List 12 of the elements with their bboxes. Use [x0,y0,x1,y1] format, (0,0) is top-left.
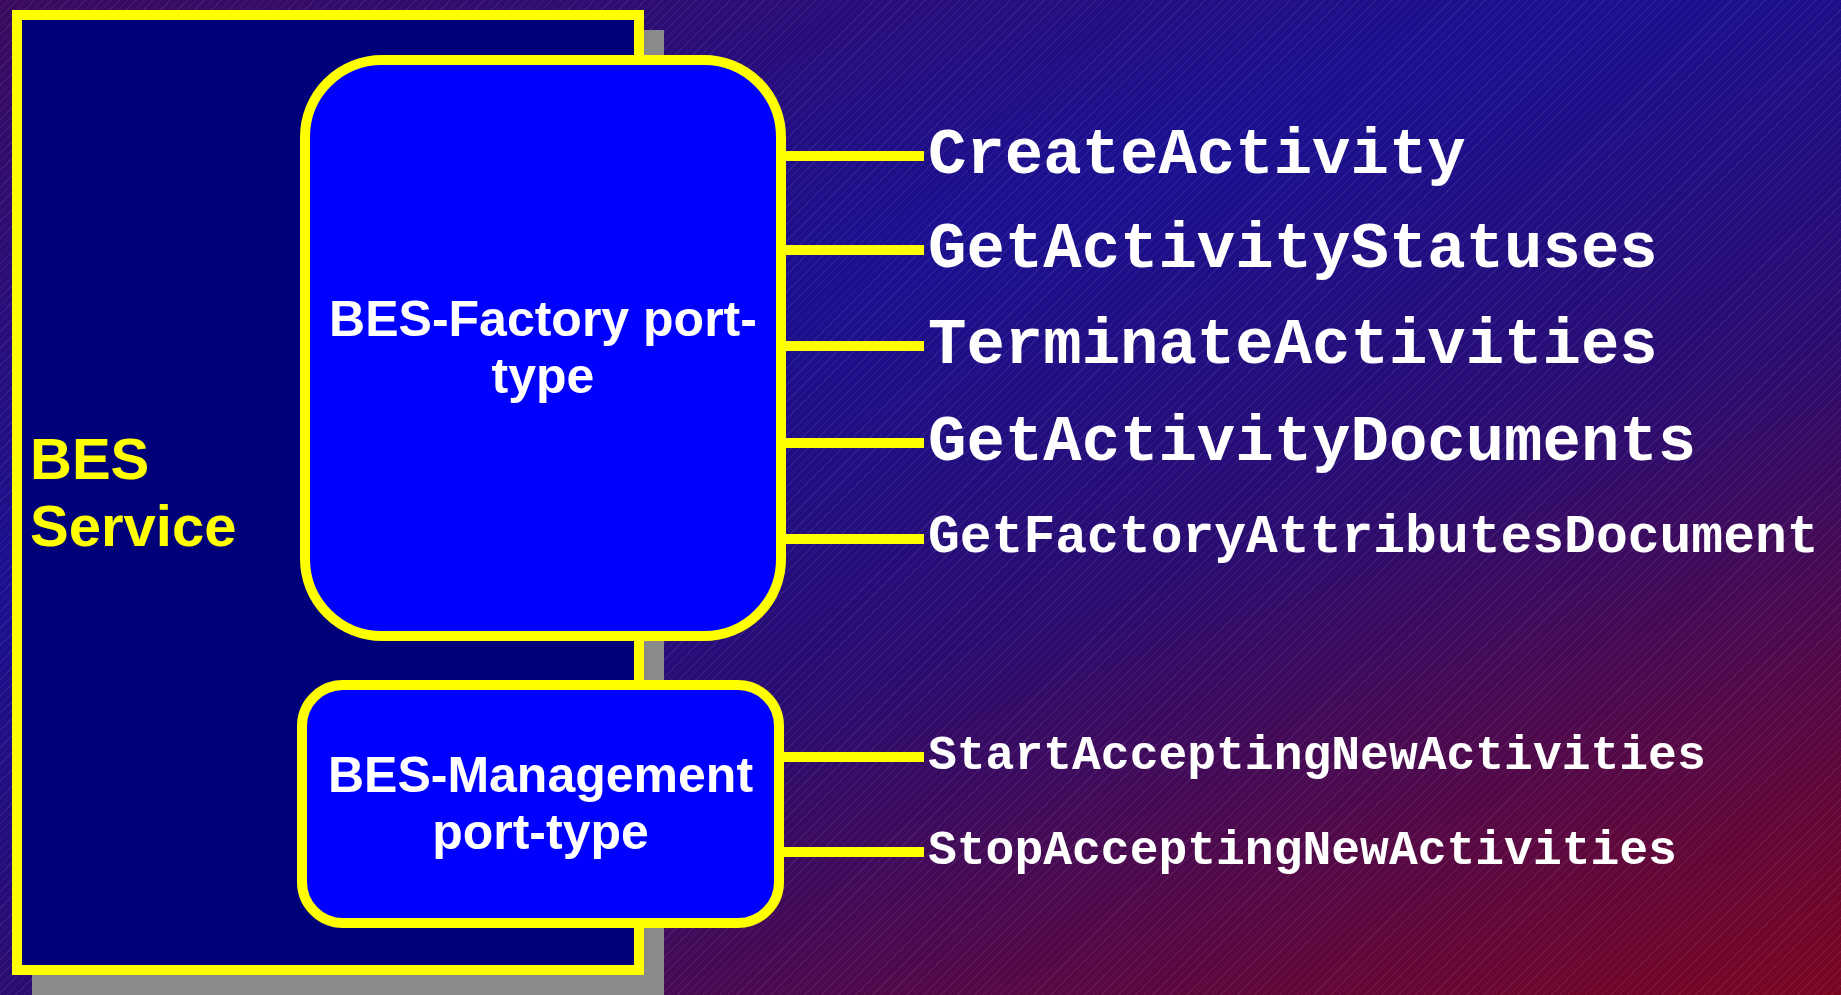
port-type-box [300,55,786,641]
port-type-label: BES-Factory port-type [328,290,758,406]
port-type-box [297,680,784,928]
operation-name: GetActivityDocuments [928,405,1697,481]
operation-name: StartAcceptingNewActivities [928,728,1706,786]
operation-name: GetActivityStatuses [928,212,1658,288]
service-label: BES Service [29,425,238,560]
operation-name: StopAcceptingNewActivities [928,823,1677,881]
operation-name: TerminateActivities [928,308,1658,384]
port-type-label: BES-Management port-type [326,746,755,862]
operation-name: GetFactoryAttributesDocument [928,507,1819,571]
operation-name: CreateActivity [928,118,1466,194]
